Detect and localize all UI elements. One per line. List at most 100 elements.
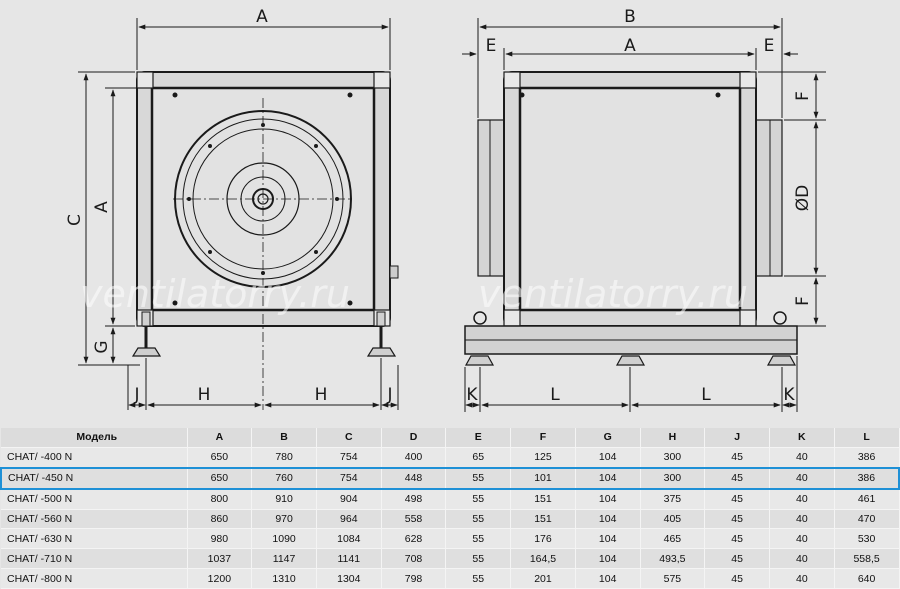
model-cell: CHAT/ -710 N: [1, 548, 188, 570]
value-cell: 55: [445, 568, 512, 589]
value-cell: 708: [381, 548, 447, 570]
dim-label-front-total-height: C: [65, 214, 85, 226]
value-cell: 104: [575, 488, 641, 510]
value-cell: 493,5: [640, 548, 706, 570]
value-cell: 104: [575, 568, 641, 589]
value-cell: 461: [834, 488, 900, 510]
value-cell: 558: [381, 509, 447, 530]
value-cell: 45: [704, 488, 770, 510]
dim-label-side-e-right: E: [764, 36, 775, 56]
model-cell: CHAT/ -800 N: [1, 568, 188, 589]
value-cell: 405: [640, 509, 706, 530]
dim-label-front-j-left: J: [133, 385, 139, 405]
value-cell: 45: [704, 447, 770, 469]
value-cell: 45: [704, 466, 770, 490]
value-cell: 40: [769, 568, 835, 589]
value-cell: 55: [445, 528, 512, 550]
value-cell: 1037: [187, 548, 253, 570]
value-cell: 980: [187, 528, 253, 550]
value-cell: 860: [187, 509, 253, 530]
value-cell: 800: [187, 488, 253, 510]
value-cell: 40: [769, 447, 835, 469]
value-cell: 164,5: [510, 548, 576, 570]
value-cell: 55: [445, 548, 512, 570]
value-cell: 386: [834, 466, 900, 490]
dim-label-side-total: B: [624, 7, 636, 27]
value-cell: 151: [510, 488, 576, 510]
model-cell: CHAT/ -400 N: [1, 447, 188, 469]
value-cell: 780: [251, 447, 317, 469]
value-cell: 1141: [316, 548, 382, 570]
value-cell: 970: [251, 509, 317, 530]
value-cell: 640: [834, 568, 900, 589]
value-cell: 1310: [251, 568, 317, 589]
value-cell: 575: [640, 568, 706, 589]
value-cell: 558,5: [834, 548, 900, 570]
value-cell: 465: [640, 528, 706, 550]
value-cell: 650: [187, 466, 253, 490]
value-cell: 104: [575, 509, 641, 530]
value-cell: 40: [769, 548, 835, 570]
value-cell: 40: [769, 528, 835, 550]
model-cell: CHAT/ -630 N: [1, 528, 188, 550]
dim-label-front-inner-height: A: [92, 201, 112, 213]
value-cell: 125: [510, 447, 576, 469]
value-cell: 65: [445, 447, 512, 469]
dim-label-side-f-top: F: [793, 91, 813, 101]
value-cell: 201: [510, 568, 576, 589]
value-cell: 40: [769, 466, 835, 490]
value-cell: 176: [510, 528, 576, 550]
col-header: H: [640, 428, 706, 448]
value-cell: 45: [704, 548, 770, 570]
value-cell: 386: [834, 447, 900, 469]
value-cell: 498: [381, 488, 447, 510]
value-cell: 151: [510, 509, 576, 530]
col-header: K: [769, 428, 835, 448]
watermark-right: ventilatorry.ru: [478, 272, 748, 316]
value-cell: 104: [575, 466, 641, 490]
dim-label-side-f-bottom: F: [793, 296, 813, 306]
value-cell: 1090: [251, 528, 317, 550]
col-header: C: [316, 428, 382, 448]
value-cell: 628: [381, 528, 447, 550]
col-header: E: [445, 428, 512, 448]
value-cell: 650: [187, 447, 253, 469]
value-cell: 55: [445, 488, 512, 510]
col-header: D: [381, 428, 447, 448]
value-cell: 45: [704, 568, 770, 589]
model-cell: CHAT/ -450 N: [0, 466, 188, 490]
dim-label-side-inner: A: [624, 36, 636, 56]
model-cell: CHAT/ -500 N: [1, 488, 188, 510]
dim-label-front-j-right: J: [386, 385, 392, 405]
value-cell: 55: [445, 509, 512, 530]
value-cell: 448: [381, 466, 447, 490]
value-cell: 760: [251, 466, 317, 490]
dim-label-side-k-right: K: [783, 385, 795, 405]
value-cell: 798: [381, 568, 447, 589]
value-cell: 470: [834, 509, 900, 530]
specifications-table: Модель A B C D E F G H J K L CHAT/ -400 …: [0, 428, 900, 589]
front-view: [131, 71, 399, 410]
value-cell: 55: [445, 466, 512, 490]
col-header: B: [251, 428, 317, 448]
value-cell: 1084: [316, 528, 382, 550]
value-cell: 104: [575, 447, 641, 469]
value-cell: 1304: [316, 568, 382, 589]
dim-label-foot-height: G: [92, 340, 112, 353]
value-cell: 104: [575, 528, 641, 550]
value-cell: 964: [316, 509, 382, 530]
model-cell: CHAT/ -560 N: [1, 509, 188, 530]
col-header: J: [704, 428, 770, 448]
col-header: L: [834, 428, 900, 448]
watermark-left: ventilatorry.ru: [80, 272, 350, 316]
value-cell: 1147: [251, 548, 317, 570]
col-header: F: [510, 428, 576, 448]
dim-label-side-k-left: K: [466, 385, 478, 405]
side-view: [464, 71, 798, 366]
